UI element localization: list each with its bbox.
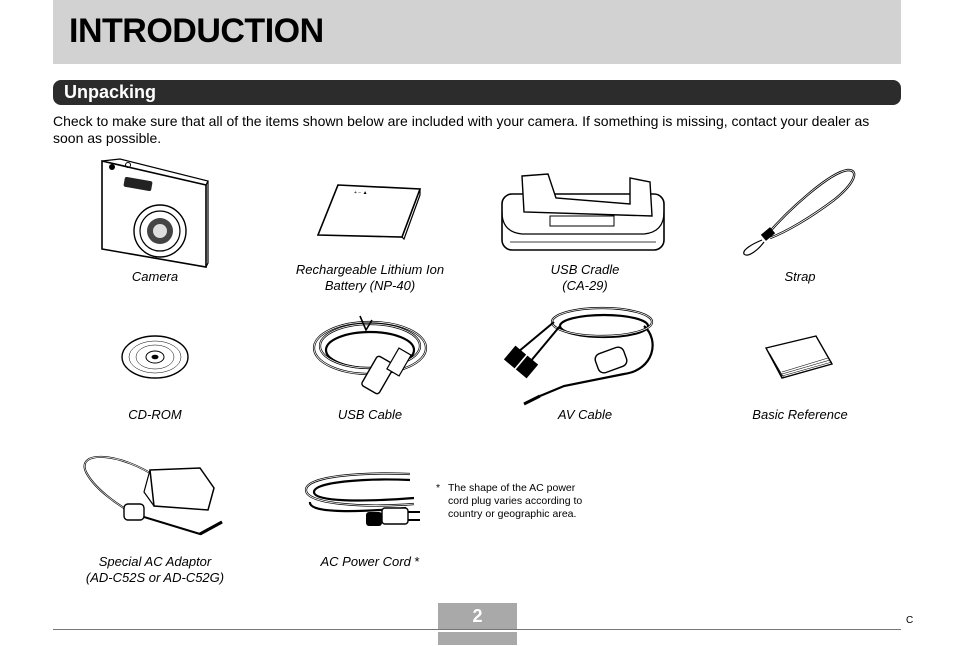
section-header: Unpacking: [53, 80, 901, 105]
page-number: 2: [472, 606, 483, 626]
battery-icon: + − ▲: [316, 184, 422, 241]
cd-rom-icon: [121, 335, 189, 379]
usb-cable-icon: [312, 315, 428, 395]
item-camera-label: Camera: [131, 269, 179, 284]
footnote-marker: *: [414, 554, 420, 569]
intro-paragraph: Check to make sure that all of the items…: [53, 113, 870, 146]
footnote-mark: *: [436, 482, 441, 494]
item-ac-power-cord-label: AC Power Cord *: [320, 554, 420, 569]
av-cable-icon: [504, 306, 654, 406]
item-strap-label: Strap: [784, 269, 816, 284]
item-basic-reference-label: Basic Reference: [752, 407, 848, 422]
corner-label: C: [906, 615, 914, 626]
strap-icon: [743, 168, 856, 256]
camera-icon: [101, 158, 209, 268]
page-number-box: 2: [438, 603, 517, 645]
footnote-text: The shape of the AC power cord plug vari…: [448, 482, 583, 520]
footer-rule: [53, 629, 901, 630]
item-usb-cradle-label: USB Cradle (CA-29): [550, 262, 620, 293]
usb-cradle-icon: [501, 173, 665, 251]
ac-adaptor-icon: [83, 455, 223, 536]
item-cd-rom-label: CD-ROM: [128, 407, 182, 422]
item-usb-cable-label: USB Cable: [337, 407, 403, 422]
power-cord-icon: [304, 472, 420, 526]
page-title: INTRODUCTION: [69, 12, 324, 50]
booklet-icon: [764, 335, 834, 379]
footnote: * The shape of the AC power cord plug va…: [436, 482, 586, 521]
svg-text:+ − ▲: + − ▲: [354, 190, 368, 196]
section-title: Unpacking: [64, 82, 157, 102]
item-av-cable-label: AV Cable: [557, 407, 613, 422]
item-ac-adaptor-label: Special AC Adaptor (AD-C52S or AD-C52G): [85, 554, 225, 585]
item-battery-label: Rechargeable Lithium Ion Battery (NP-40): [295, 262, 445, 293]
title-bar: INTRODUCTION: [53, 0, 901, 64]
